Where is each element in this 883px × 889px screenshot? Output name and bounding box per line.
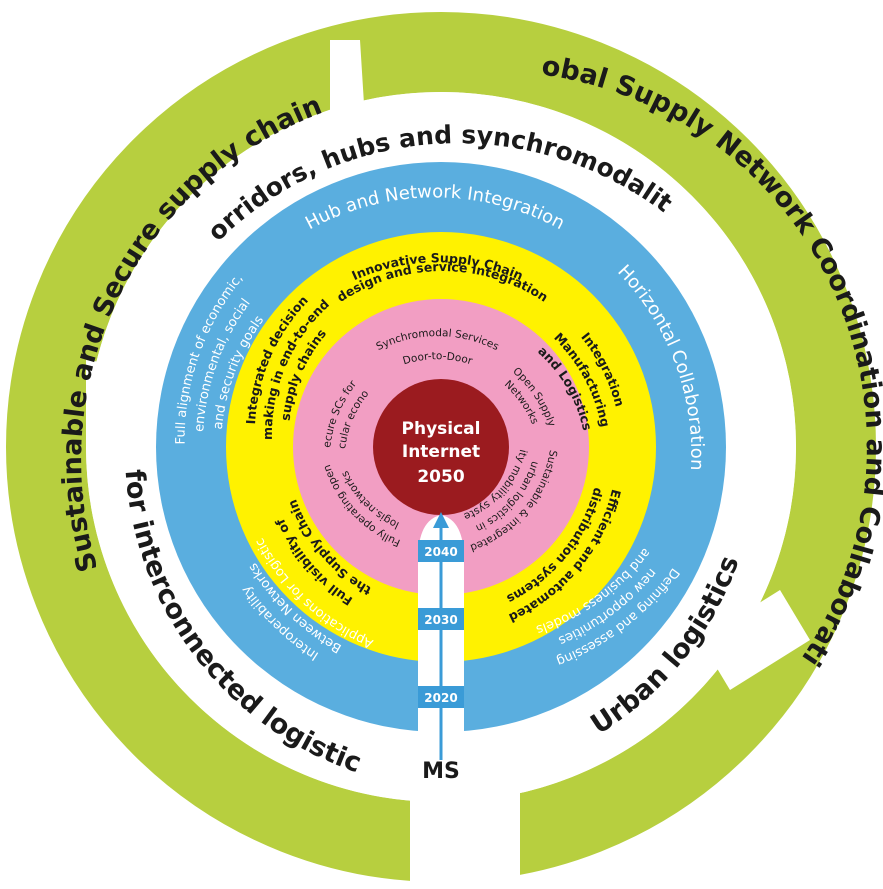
milestone-box-2030: [418, 608, 464, 630]
milestone-2030: 2030: [424, 613, 457, 627]
outer-gap-right: [700, 590, 810, 690]
center-line2: Internet: [402, 442, 480, 462]
milestone-2040: 2040: [424, 545, 457, 559]
milestone-box-2040: [418, 540, 464, 562]
center-circle: [373, 379, 509, 515]
center-line3: 2050: [417, 467, 464, 487]
timeline: 2040 2030 2020 MS: [418, 512, 464, 790]
outer-gap-bottom: [410, 790, 520, 889]
outer-gap-top: [330, 40, 365, 120]
milestone-2020: 2020: [424, 691, 457, 705]
ms-label: MS: [422, 759, 460, 784]
milestone-box-2020: [418, 686, 464, 708]
timeline-arrow-icon: [433, 512, 449, 528]
center-line1: Physical: [402, 419, 481, 439]
pink-label-top-2: Door-to-Door: [401, 350, 474, 367]
